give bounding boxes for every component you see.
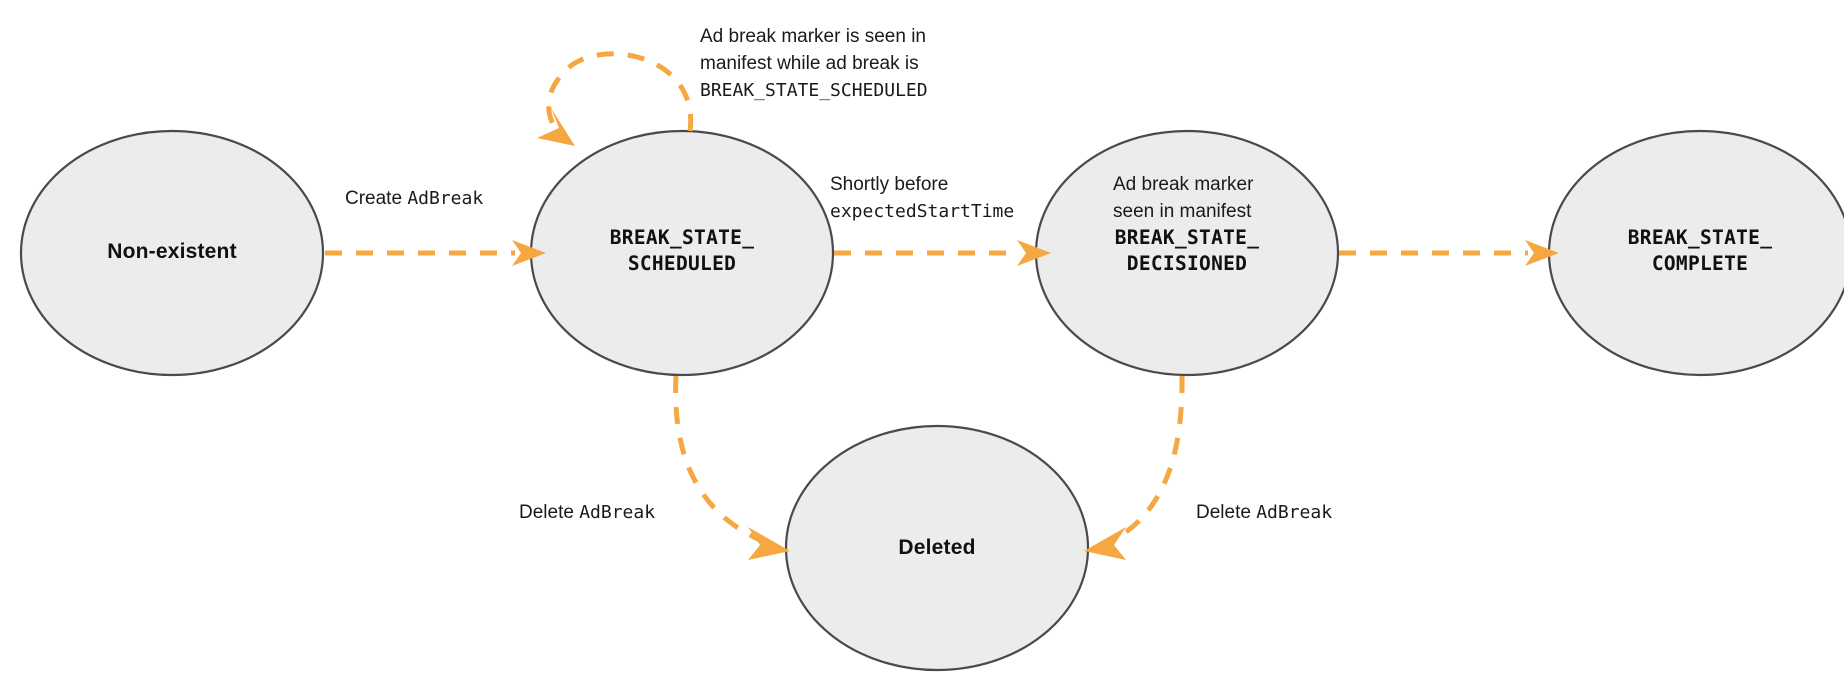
arrow-head-shortly-before (1017, 240, 1051, 266)
node-shape-scheduled[interactable] (529, 129, 835, 377)
node-shape-decisioned[interactable] (1034, 129, 1340, 377)
edge-delete-from-decisioned[interactable] (1084, 375, 1185, 560)
node-shape-deleted[interactable] (784, 424, 1090, 672)
arrow-head-self-loop (537, 108, 575, 146)
arrow-head-create (512, 240, 546, 266)
arrow-head-delete-scheduled (748, 527, 790, 560)
edge-create-adbreak[interactable] (325, 240, 546, 266)
edge-marker-seen[interactable] (1339, 240, 1559, 266)
arrow-head-marker-seen (1525, 240, 1559, 266)
edge-delete-from-scheduled[interactable] (673, 375, 790, 560)
node-shape-complete[interactable] (1547, 129, 1844, 377)
edge-shortly-before[interactable] (834, 240, 1051, 266)
arrow-head-delete-decisioned (1084, 527, 1126, 560)
node-shape-non-existent[interactable] (19, 129, 325, 377)
edge-self-loop-scheduled[interactable] (537, 51, 694, 146)
